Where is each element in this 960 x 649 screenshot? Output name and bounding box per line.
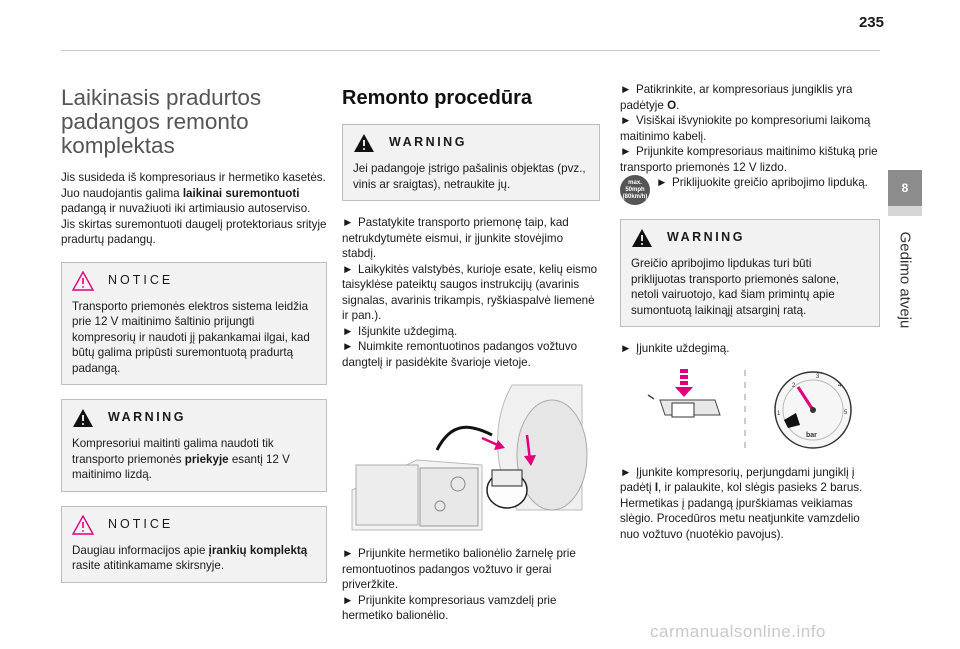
step: ►Prijunkite hermetiko balionėlio žarnelę… [342,547,576,591]
gauge-tick: 1 [777,411,781,417]
procedure-title: Remonto procedūra [342,87,533,109]
speed-limit-badge-icon: max.50mph(80km/h) [620,175,650,205]
warning-box: WARNING Greičio apribojimo lipdukas turi… [620,219,880,327]
notice-triangle-icon [72,514,94,535]
gauge-tick: 2 [792,383,796,389]
warning-box: WARNING Jei padangoje įstrigo pašalinis … [342,124,600,201]
notice-text: Daugiau informacijos apie įrankių komple… [72,543,308,573]
chapter-tab-strip [888,206,922,216]
column-middle: Remonto procedūra WARNING Jei padangoje … [342,82,600,624]
warning-triangle-icon [354,134,374,152]
gauge-tick: 3 [816,374,820,380]
column-right: ►Patikrinkite, ar kompresoriaus jungikli… [620,82,880,542]
intro-paragraph: Jis susideda iš kompresoriaus ir hermeti… [61,171,326,215]
section-title: Laikinasis pradurtos padangos remonto ko… [61,85,262,158]
step: ►Laikykitės valstybės, kurioje esate, ke… [342,262,598,323]
gauge-tick: 4 [838,383,842,389]
step: ►Nuimkite remontuotinos padangos vožtuvo… [342,340,578,369]
warning-title: WARNING [389,135,467,150]
intro-paragraph-2: Jis skirtas suremontuoti daugelį protekt… [61,217,327,247]
step: ►Prijunkite kompresoriaus vamzdelį prie … [342,593,557,623]
warning-title: WARNING [108,410,186,425]
notice-text: Transporto priemonės elektros sistema le… [72,299,310,375]
page-number: 235 [858,14,884,31]
warning-text: Greičio apribojimo lipdukas turi būti pr… [631,257,840,317]
warning-text: Jei padangoje įstrigo pašalinis objektas… [353,162,586,191]
notice-box: NOTICE Transporto priemonės elektros sis… [61,261,327,385]
speed-sticker-step: max.50mph(80km/h) ►Priklijuokite greičio… [620,175,880,205]
notice-triangle-icon [72,270,94,291]
gauge-tick: 5 [844,410,848,416]
chapter-tab-number[interactable]: 8 [888,170,922,206]
step: ►Įjunkite uždegimą. [620,342,730,355]
step: ►Patikrinkite, ar kompresoriaus jungikli… [620,83,853,112]
warning-title: WARNING [667,230,745,245]
warning-text: Kompresoriui maitinti galima naudoti tik… [72,437,290,481]
notice-box-2: NOTICE Daugiau informacijos apie įrankių… [61,505,327,583]
switch-and-gauge-illustration: 1 2 3 4 5 bar [647,368,852,450]
step: ►Pastatykite transporto priemonę taip, k… [342,216,569,260]
step: ►Visiškai išvyniokite po kompresoriumi l… [620,114,871,143]
gauge-unit-label: bar [806,432,817,439]
step: ►Prijunkite kompresoriaus maitinimo kišt… [620,145,878,174]
watermark: carmanualsonline.info [650,622,826,641]
chapter-title: Gedimo atveju [896,231,914,329]
notice-title: NOTICE [108,272,174,287]
warning-box: WARNING Kompresoriui maitinti galima nau… [61,399,327,492]
column-left: Laikinasis pradurtos padangos remonto ko… [61,82,327,597]
step: ►Įjunkite kompresorių, perjungdami jungi… [620,465,863,541]
notice-title: NOTICE [108,516,174,531]
compressor-illustration [351,384,588,531]
warning-triangle-icon [632,229,652,247]
chapter-tab-label: Gedimo atveju [886,220,924,340]
warning-triangle-icon [73,409,93,427]
step: ►Išjunkite uždegimą. [342,324,458,338]
header-rule [61,50,880,51]
